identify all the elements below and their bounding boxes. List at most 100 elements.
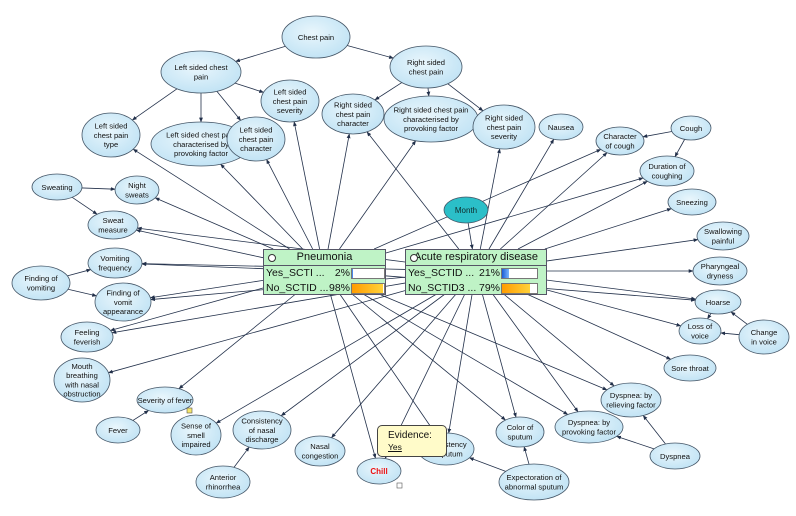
node-label-line: appearance: [103, 307, 143, 316]
pneumonia-monitor[interactable]: Pneumonia Yes_SCTI ... 2% No_SCTID ... 9…: [263, 249, 386, 295]
node-ellipse[interactable]: [738, 319, 790, 355]
node-ellipse[interactable]: [53, 357, 111, 403]
node-ellipse[interactable]: [114, 175, 160, 205]
node-ellipse[interactable]: [639, 155, 695, 187]
node-ellipse[interactable]: [136, 386, 194, 414]
evidence-marker-icon[interactable]: [186, 407, 193, 414]
node-ellipse[interactable]: [595, 126, 645, 156]
node-fever[interactable]: Fever: [95, 416, 141, 444]
node-ellipse[interactable]: [356, 457, 402, 485]
state-label: Yes_SCTI ...: [266, 267, 325, 279]
collapse-dot-icon[interactable]: [410, 254, 418, 262]
node-ellipse[interactable]: [694, 289, 742, 315]
monitor-title: Acute respiratory disease: [413, 251, 539, 263]
acute-respiratory-disease-monitor[interactable]: Acute respiratory disease Yes_SCTID ... …: [405, 249, 547, 295]
node-severity-fever[interactable]: Severity of fever: [136, 386, 194, 414]
node-label-line: Sweating: [41, 183, 72, 192]
node-ellipse[interactable]: [321, 93, 385, 135]
edge-pneumonia-to-dyspnea_relieving: [376, 292, 608, 391]
node-ellipse[interactable]: [294, 435, 346, 467]
node-cough[interactable]: Cough: [670, 115, 712, 141]
node-ellipse[interactable]: [696, 221, 750, 251]
node-ellipse[interactable]: [600, 382, 662, 418]
node-sweating[interactable]: Sweating: [31, 173, 83, 201]
node-ellipse[interactable]: [60, 321, 114, 353]
node-ellipse[interactable]: [31, 173, 83, 201]
node-dyspnea[interactable]: Dyspnea: [649, 442, 701, 470]
node-ellipse[interactable]: [663, 354, 717, 382]
probability-fill: [352, 284, 384, 293]
node-ellipse[interactable]: [443, 196, 489, 224]
node-month[interactable]: Month: [443, 196, 489, 224]
node-ellipse[interactable]: [87, 210, 139, 240]
node-ellipse[interactable]: [170, 414, 222, 456]
node-ellipse[interactable]: [692, 256, 748, 286]
node-ellipse[interactable]: [389, 45, 463, 89]
edge-sweating-to-night_sweats: [81, 187, 116, 191]
node-hoarse[interactable]: Hoarse: [694, 289, 742, 315]
node-ellipse[interactable]: [87, 247, 143, 279]
node-ellipse[interactable]: [667, 188, 717, 216]
node-ellipse[interactable]: [498, 463, 570, 501]
node-sore-throat[interactable]: Sore throat: [663, 354, 717, 382]
evidence-marker-icon[interactable]: [396, 482, 403, 489]
node-sneezing[interactable]: Sneezing: [667, 188, 717, 216]
node-ellipse[interactable]: [472, 104, 536, 150]
node-ellipse[interactable]: [95, 416, 141, 444]
node-ellipse[interactable]: [81, 112, 141, 158]
edge-ard-to-nasal_discharge: [280, 292, 447, 417]
node-chill[interactable]: Chill: [356, 457, 402, 485]
node-ellipse[interactable]: [195, 465, 251, 499]
edge-change_voice-to-loss_voice: [720, 331, 740, 336]
node-ellipse[interactable]: [160, 50, 242, 94]
node-chest-pain[interactable]: Chest pain: [281, 15, 351, 59]
node-ellipse[interactable]: [649, 442, 701, 470]
node-nausea[interactable]: Nausea: [538, 113, 584, 141]
node-ellipse[interactable]: [260, 79, 320, 123]
node-ellipse[interactable]: [554, 410, 624, 444]
edge-chest_pain-to-left_chest_pain: [235, 45, 286, 63]
node-ellipse[interactable]: [94, 282, 152, 322]
node-label-line: impaired: [181, 440, 210, 449]
node-ellipse[interactable]: [670, 115, 712, 141]
node-ellipse[interactable]: [11, 265, 71, 301]
node-ellipse[interactable]: [281, 15, 351, 59]
collapse-dot-icon[interactable]: [268, 254, 276, 262]
node-ellipse[interactable]: [538, 113, 584, 141]
node-ellipse[interactable]: [226, 116, 286, 162]
node-ellipse[interactable]: [678, 317, 722, 345]
node-label-line: Right sided: [485, 114, 523, 123]
node-ellipse[interactable]: [232, 410, 292, 450]
node-ellipse[interactable]: [495, 416, 545, 448]
